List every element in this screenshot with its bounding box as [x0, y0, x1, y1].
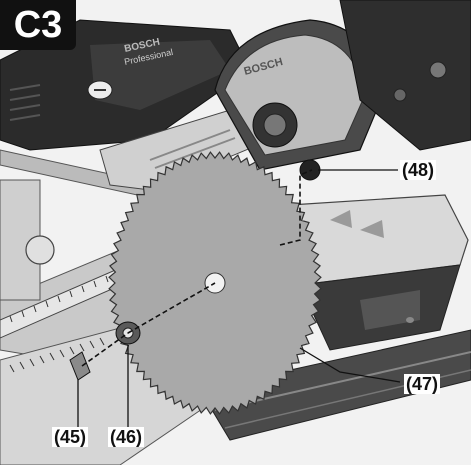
- assembly-lines: [81, 169, 313, 367]
- guide-rail: [199, 329, 471, 441]
- housing-recess: [360, 290, 420, 330]
- callout-46: (46): [108, 427, 145, 447]
- arrow-mark-1: [330, 210, 352, 228]
- arrow-mark-2: [360, 220, 384, 238]
- angle-scale: [9, 337, 105, 373]
- leader-lines: [77, 169, 401, 428]
- figure-badge: C3: [0, 0, 76, 50]
- vents: [9, 84, 41, 121]
- motor-end: [339, 0, 471, 151]
- callout-47: (47): [404, 374, 441, 394]
- callout-48: (48): [400, 160, 437, 180]
- fence-scale: [9, 275, 109, 323]
- callout-45: (45): [52, 427, 89, 447]
- clamping-screw: [69, 351, 91, 381]
